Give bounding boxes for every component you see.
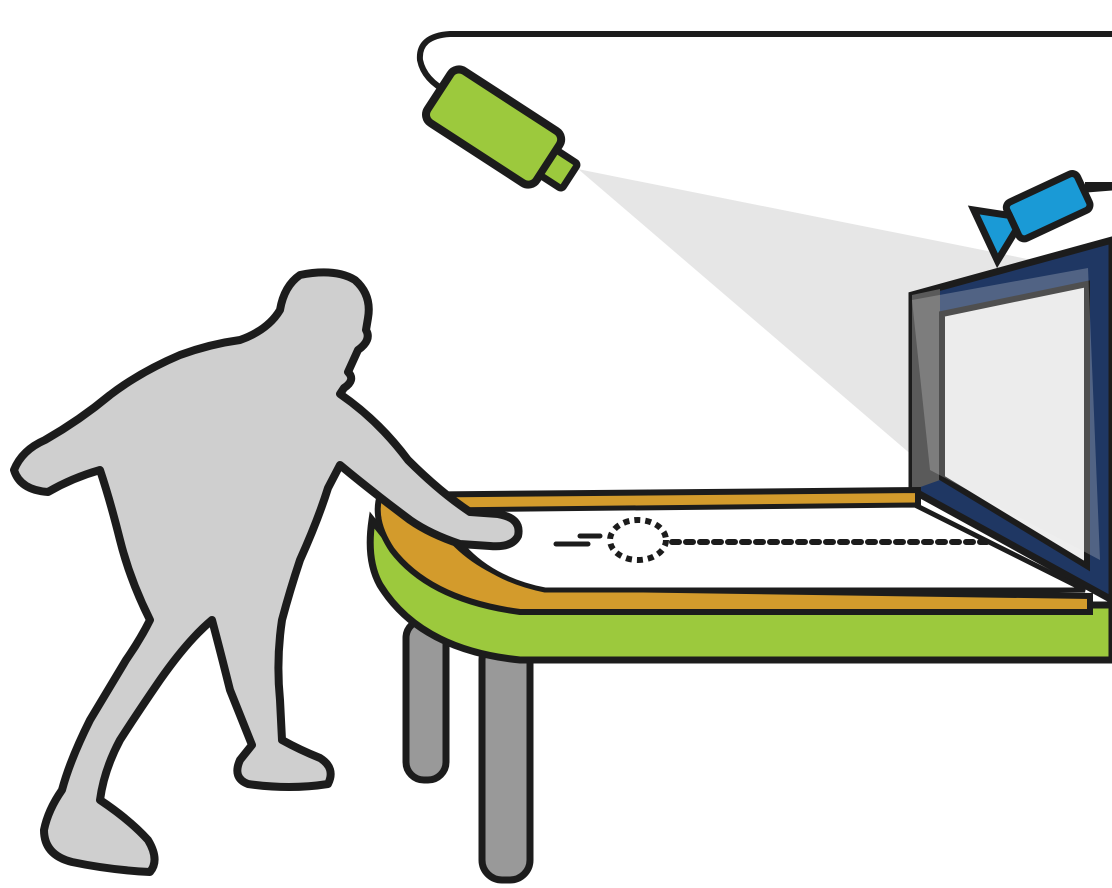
- table-leg-back: [406, 620, 446, 780]
- security-camera-icon: [422, 66, 587, 203]
- table-leg-front: [482, 640, 530, 880]
- overhead-cable: [420, 34, 1112, 92]
